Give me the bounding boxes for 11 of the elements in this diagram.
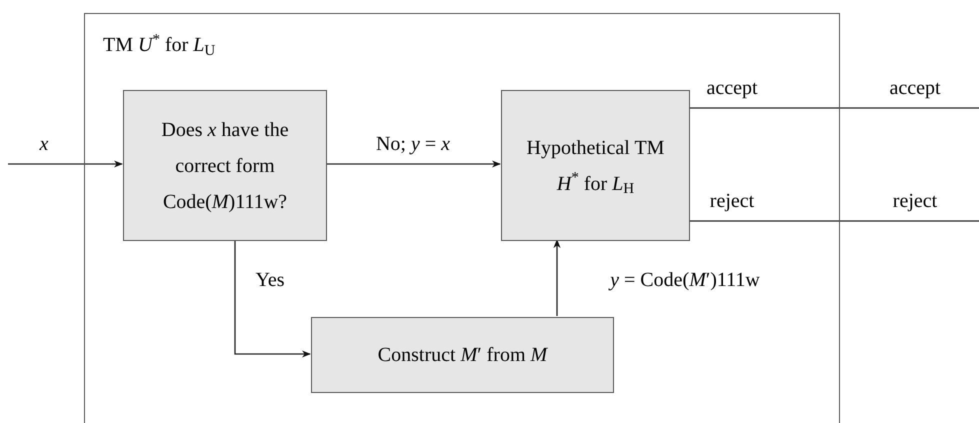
output-label: reject xyxy=(892,189,938,213)
connector-arrow xyxy=(234,240,311,358)
machine-frame xyxy=(84,13,840,423)
output-label: accept xyxy=(889,76,941,100)
process-box: Hypothetical TM H$^{*}$ for L$_{H}$ xyxy=(501,90,690,241)
connector-arrow xyxy=(326,160,501,168)
frame-title: TM U$^{*}$ for L$_{U}$ xyxy=(103,30,216,60)
connector-arrow xyxy=(8,160,123,168)
process-box: Does x have the correct form Code(M)111w? xyxy=(123,90,327,241)
process-box: Construct M′ from M xyxy=(311,317,614,393)
connector-arrow xyxy=(553,239,561,316)
